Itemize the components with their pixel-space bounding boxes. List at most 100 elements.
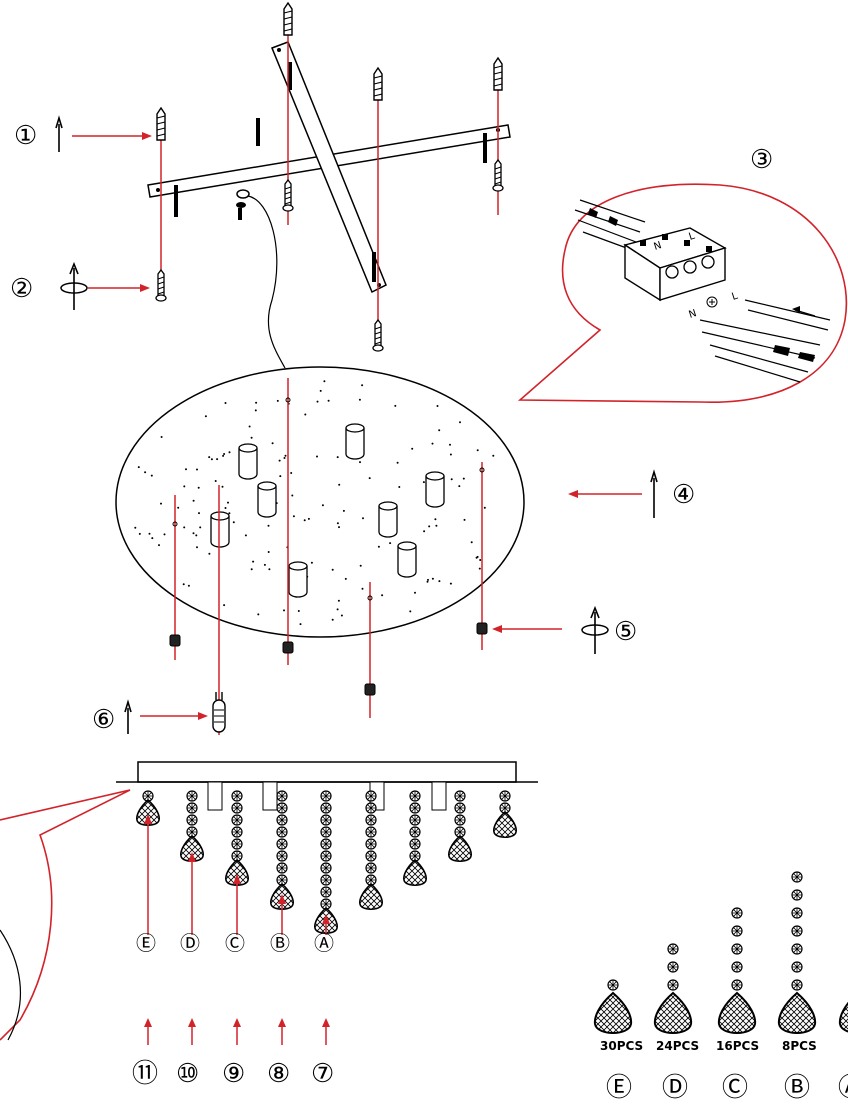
plate-hole <box>197 486 200 489</box>
crystal-bead <box>320 838 332 850</box>
plate-hole <box>411 447 414 450</box>
connector-callout: N L N L <box>517 183 848 403</box>
plate-hole <box>368 477 371 480</box>
plate-hole <box>254 409 257 412</box>
terminal-l-on-block: L <box>688 231 697 243</box>
strand-letter-a: Ⓐ <box>314 931 334 955</box>
step-2-label: ② <box>10 274 33 304</box>
plate-hole <box>459 421 461 424</box>
plate-hole <box>283 609 285 612</box>
plate-hole <box>316 400 319 403</box>
plate-hole <box>204 415 207 418</box>
rotate-icon <box>581 605 609 654</box>
plate-hole <box>221 485 224 488</box>
plate-hole <box>476 449 479 452</box>
ground-screw <box>236 189 286 369</box>
plate-hole <box>210 458 213 461</box>
plate-hole <box>250 436 253 439</box>
plate-hole <box>479 559 482 561</box>
crystal-bead <box>454 802 466 814</box>
plate-hole <box>336 456 339 459</box>
red-arrow-step-1 <box>72 132 152 140</box>
plate-hole <box>248 425 251 428</box>
crystal-bead <box>365 850 377 862</box>
plate-hole <box>377 545 380 548</box>
red-arrow-step-2 <box>88 284 150 292</box>
plate-hole <box>267 551 270 553</box>
plate-hole <box>192 499 195 502</box>
crystal-bead <box>231 826 243 838</box>
crystal-bead <box>320 874 332 886</box>
plate-hole <box>449 443 451 446</box>
plate-hole <box>216 458 219 461</box>
plate-hole <box>436 405 439 407</box>
legend-letter-d: Ⓓ <box>662 1073 688 1103</box>
legend-count-b: 8PCS <box>782 1039 817 1053</box>
plate-hole <box>361 587 364 590</box>
red-arrow-step-5 <box>492 625 562 633</box>
plate-hole <box>449 453 452 456</box>
plate-hole <box>278 459 281 462</box>
plate-hole <box>208 552 211 555</box>
legend-drop <box>777 992 817 1034</box>
legend-bead <box>791 907 803 919</box>
red-arrow-step-6 <box>140 712 208 720</box>
legend-bead <box>791 943 803 955</box>
rotate-icon <box>60 261 88 310</box>
cross-bracket <box>147 41 511 294</box>
strand-leaders <box>144 814 330 935</box>
crystal-bead <box>276 826 288 838</box>
plate-hole <box>228 451 231 454</box>
plate-hole <box>414 591 416 594</box>
step-5-label: ⑤ <box>614 617 637 647</box>
plate-hole <box>228 512 231 515</box>
assembled-fixture <box>116 761 538 935</box>
terminal-n-label: N <box>688 308 699 321</box>
plate-hole <box>183 526 186 529</box>
plate-hole <box>423 530 426 533</box>
crystal-bead <box>365 790 377 802</box>
plate-hole <box>492 454 495 457</box>
legend-bead <box>731 961 743 973</box>
plate-hole <box>196 546 198 549</box>
plate-hole <box>427 578 429 581</box>
plate-hole <box>250 568 253 571</box>
plate-hole <box>279 475 282 478</box>
crystal-bead <box>409 802 421 814</box>
step-9-label: ⑨ <box>222 1059 245 1089</box>
plate-hole <box>428 525 431 528</box>
ground-symbol-icon <box>706 296 718 308</box>
plate-hole <box>458 485 461 488</box>
crystal-drop <box>448 835 472 863</box>
plate-hole <box>303 519 306 522</box>
crystal-bead <box>365 826 377 838</box>
plate-hole <box>337 599 340 602</box>
plate-hole <box>195 534 198 537</box>
plate-hole <box>483 506 486 509</box>
plate-hole <box>307 517 310 520</box>
crystal-bead <box>365 862 377 874</box>
legend-bead <box>667 943 679 955</box>
plate-hole <box>290 472 293 474</box>
plate-hole <box>252 560 255 563</box>
plate-hole <box>381 594 384 597</box>
plate-hole <box>214 480 217 482</box>
plate-hole <box>358 398 361 401</box>
plate-hole <box>196 468 198 471</box>
plate-hole <box>359 564 362 567</box>
plate-hole <box>267 524 270 527</box>
crystal-bead <box>186 814 198 826</box>
step-4-label: ④ <box>672 480 695 510</box>
crystal-bead <box>186 802 198 814</box>
plate-hole <box>185 468 187 471</box>
plate-hole <box>434 518 437 521</box>
plate-hole <box>227 501 229 504</box>
crystal-bead <box>320 886 332 898</box>
canopy-plate <box>115 366 525 638</box>
crystal-bead <box>365 802 377 814</box>
plate-hole <box>284 454 287 457</box>
step-11-label: ⑪ <box>132 1059 158 1089</box>
legend-count-c: 16PCS <box>716 1039 759 1053</box>
plate-hole <box>310 561 313 564</box>
